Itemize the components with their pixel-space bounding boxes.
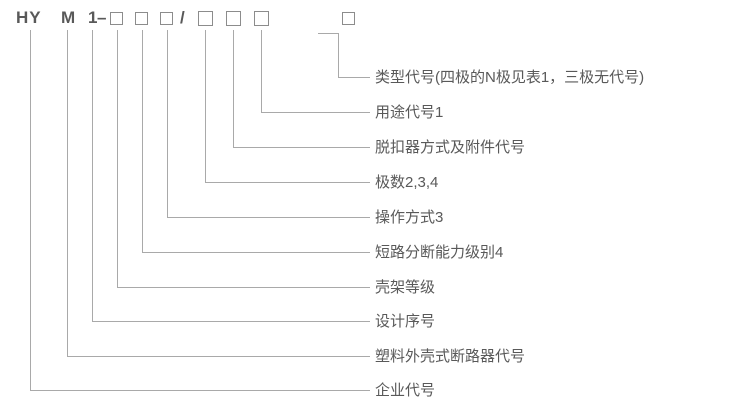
connector-design-serial (92, 30, 370, 322)
label-design-serial: 设计序号 (375, 313, 436, 330)
placeholder-box-operation-mode (160, 12, 173, 25)
product-code-text: M (61, 8, 77, 27)
design-serial-text: 1 (88, 8, 99, 27)
connector-company-code (30, 30, 370, 391)
connector-poles (205, 30, 370, 183)
dash-separator: – (97, 8, 108, 27)
placeholder-box-frame-level (110, 12, 123, 25)
label-usage-code: 用途代号1 (375, 104, 444, 121)
label-trip-unit-code: 脱扣器方式及附件代号 (375, 139, 526, 156)
placeholder-box-poles (198, 11, 213, 26)
company-code-text: HY (16, 8, 42, 27)
connector-operation-mode (167, 30, 370, 218)
label-breaker-code: 塑料外壳式断路器代号 (375, 348, 526, 365)
connector-breaking-capacity (142, 30, 370, 253)
label-frame-level: 壳架等级 (375, 279, 436, 296)
connector-type-stub (318, 33, 339, 34)
placeholder-box-trip-unit (226, 11, 241, 26)
slash-separator: / (180, 8, 185, 27)
connector-breaker-code (67, 30, 370, 357)
label-type-code: 类型代号(四极的N极见表1，三极无代号) (375, 69, 645, 86)
placeholder-box-usage (254, 11, 269, 26)
placeholder-box-breaking-capacity (135, 12, 148, 25)
label-operation-mode: 操作方式3 (375, 209, 444, 226)
label-company-code: 企业代号 (375, 382, 436, 399)
label-poles: 极数2,3,4 (375, 174, 439, 191)
connector-trip-unit (233, 30, 370, 148)
connector-type-code (338, 33, 370, 78)
placeholder-box-type (342, 12, 355, 25)
connector-frame-level (117, 30, 370, 288)
label-breaking-capacity: 短路分断能力级别4 (375, 244, 504, 261)
connector-usage (261, 30, 370, 113)
